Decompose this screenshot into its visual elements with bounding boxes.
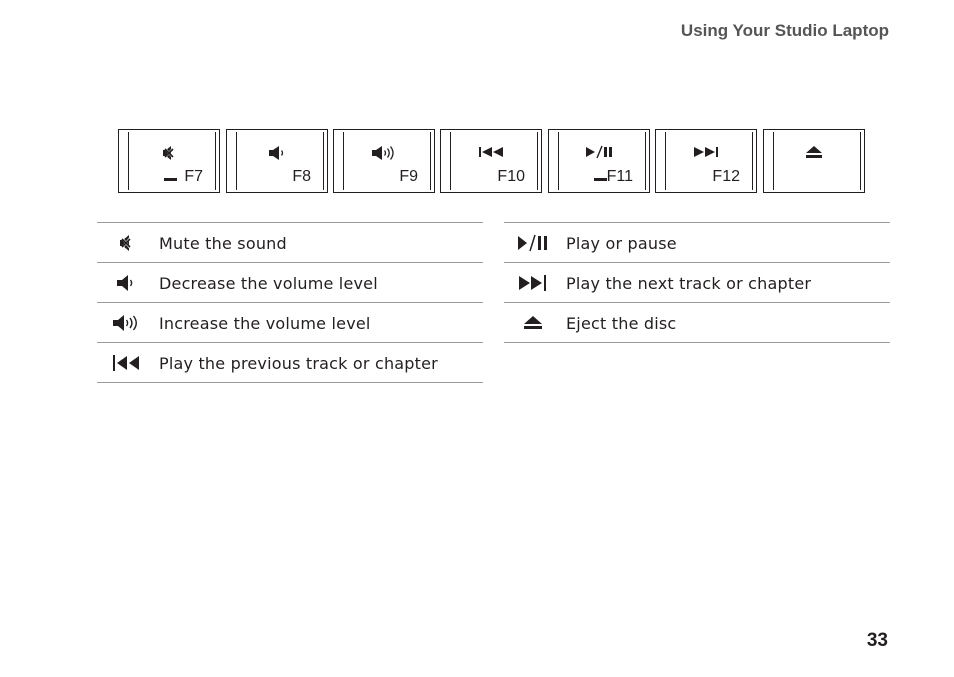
key-f7: F7	[118, 129, 220, 193]
volume-up-icon	[97, 303, 155, 342]
key-eject	[763, 129, 865, 193]
mute-icon	[119, 145, 219, 163]
row-description: Eject the disc	[566, 314, 677, 333]
row-description: Play the previous track or chapter	[159, 354, 438, 373]
eject-icon	[764, 145, 864, 163]
table-row: Decrease the volume level	[97, 263, 483, 303]
play-pause-icon	[504, 223, 562, 262]
key-label: F11	[606, 168, 633, 185]
row-description: Play or pause	[566, 234, 677, 253]
fn-indicator-bar	[594, 178, 607, 181]
key-label: F7	[184, 168, 203, 185]
key-f12: F12	[655, 129, 757, 193]
eject-icon	[504, 303, 562, 342]
table-row: Play the next track or chapter	[504, 263, 890, 303]
key-f11: F11	[548, 129, 650, 193]
key-label: F8	[292, 168, 311, 185]
function-key-row: F7 F8 F9 F10 F11 F12	[118, 129, 869, 197]
previous-track-icon	[97, 343, 155, 382]
row-description: Mute the sound	[159, 234, 287, 253]
right-key-description-table: Play or pause Play the next track or cha…	[504, 222, 890, 343]
key-label: F10	[497, 168, 525, 185]
volume-down-icon	[97, 263, 155, 302]
row-description: Increase the volume level	[159, 314, 371, 333]
row-description: Decrease the volume level	[159, 274, 378, 293]
table-row: Play or pause	[504, 223, 890, 263]
play-pause-icon	[549, 145, 649, 163]
key-label: F12	[712, 168, 740, 185]
table-row: Mute the sound	[97, 223, 483, 263]
left-key-description-table: Mute the sound Decrease the volume level…	[97, 222, 483, 383]
table-row: Eject the disc	[504, 303, 890, 343]
key-f10: F10	[440, 129, 542, 193]
key-f9: F9	[333, 129, 435, 193]
previous-track-icon	[441, 145, 541, 163]
fn-indicator-bar	[164, 178, 177, 181]
page-header-title: Using Your Studio Laptop	[680, 21, 889, 40]
key-f8: F8	[226, 129, 328, 193]
next-track-icon	[656, 145, 756, 163]
table-row: Play the previous track or chapter	[97, 343, 483, 383]
next-track-icon	[504, 263, 562, 302]
page-number: 33	[866, 630, 888, 651]
table-row: Increase the volume level	[97, 303, 483, 343]
row-description: Play the next track or chapter	[566, 274, 812, 293]
volume-up-icon	[334, 145, 434, 163]
key-label: F9	[399, 168, 418, 185]
volume-down-icon	[227, 145, 327, 163]
mute-icon	[97, 223, 155, 262]
